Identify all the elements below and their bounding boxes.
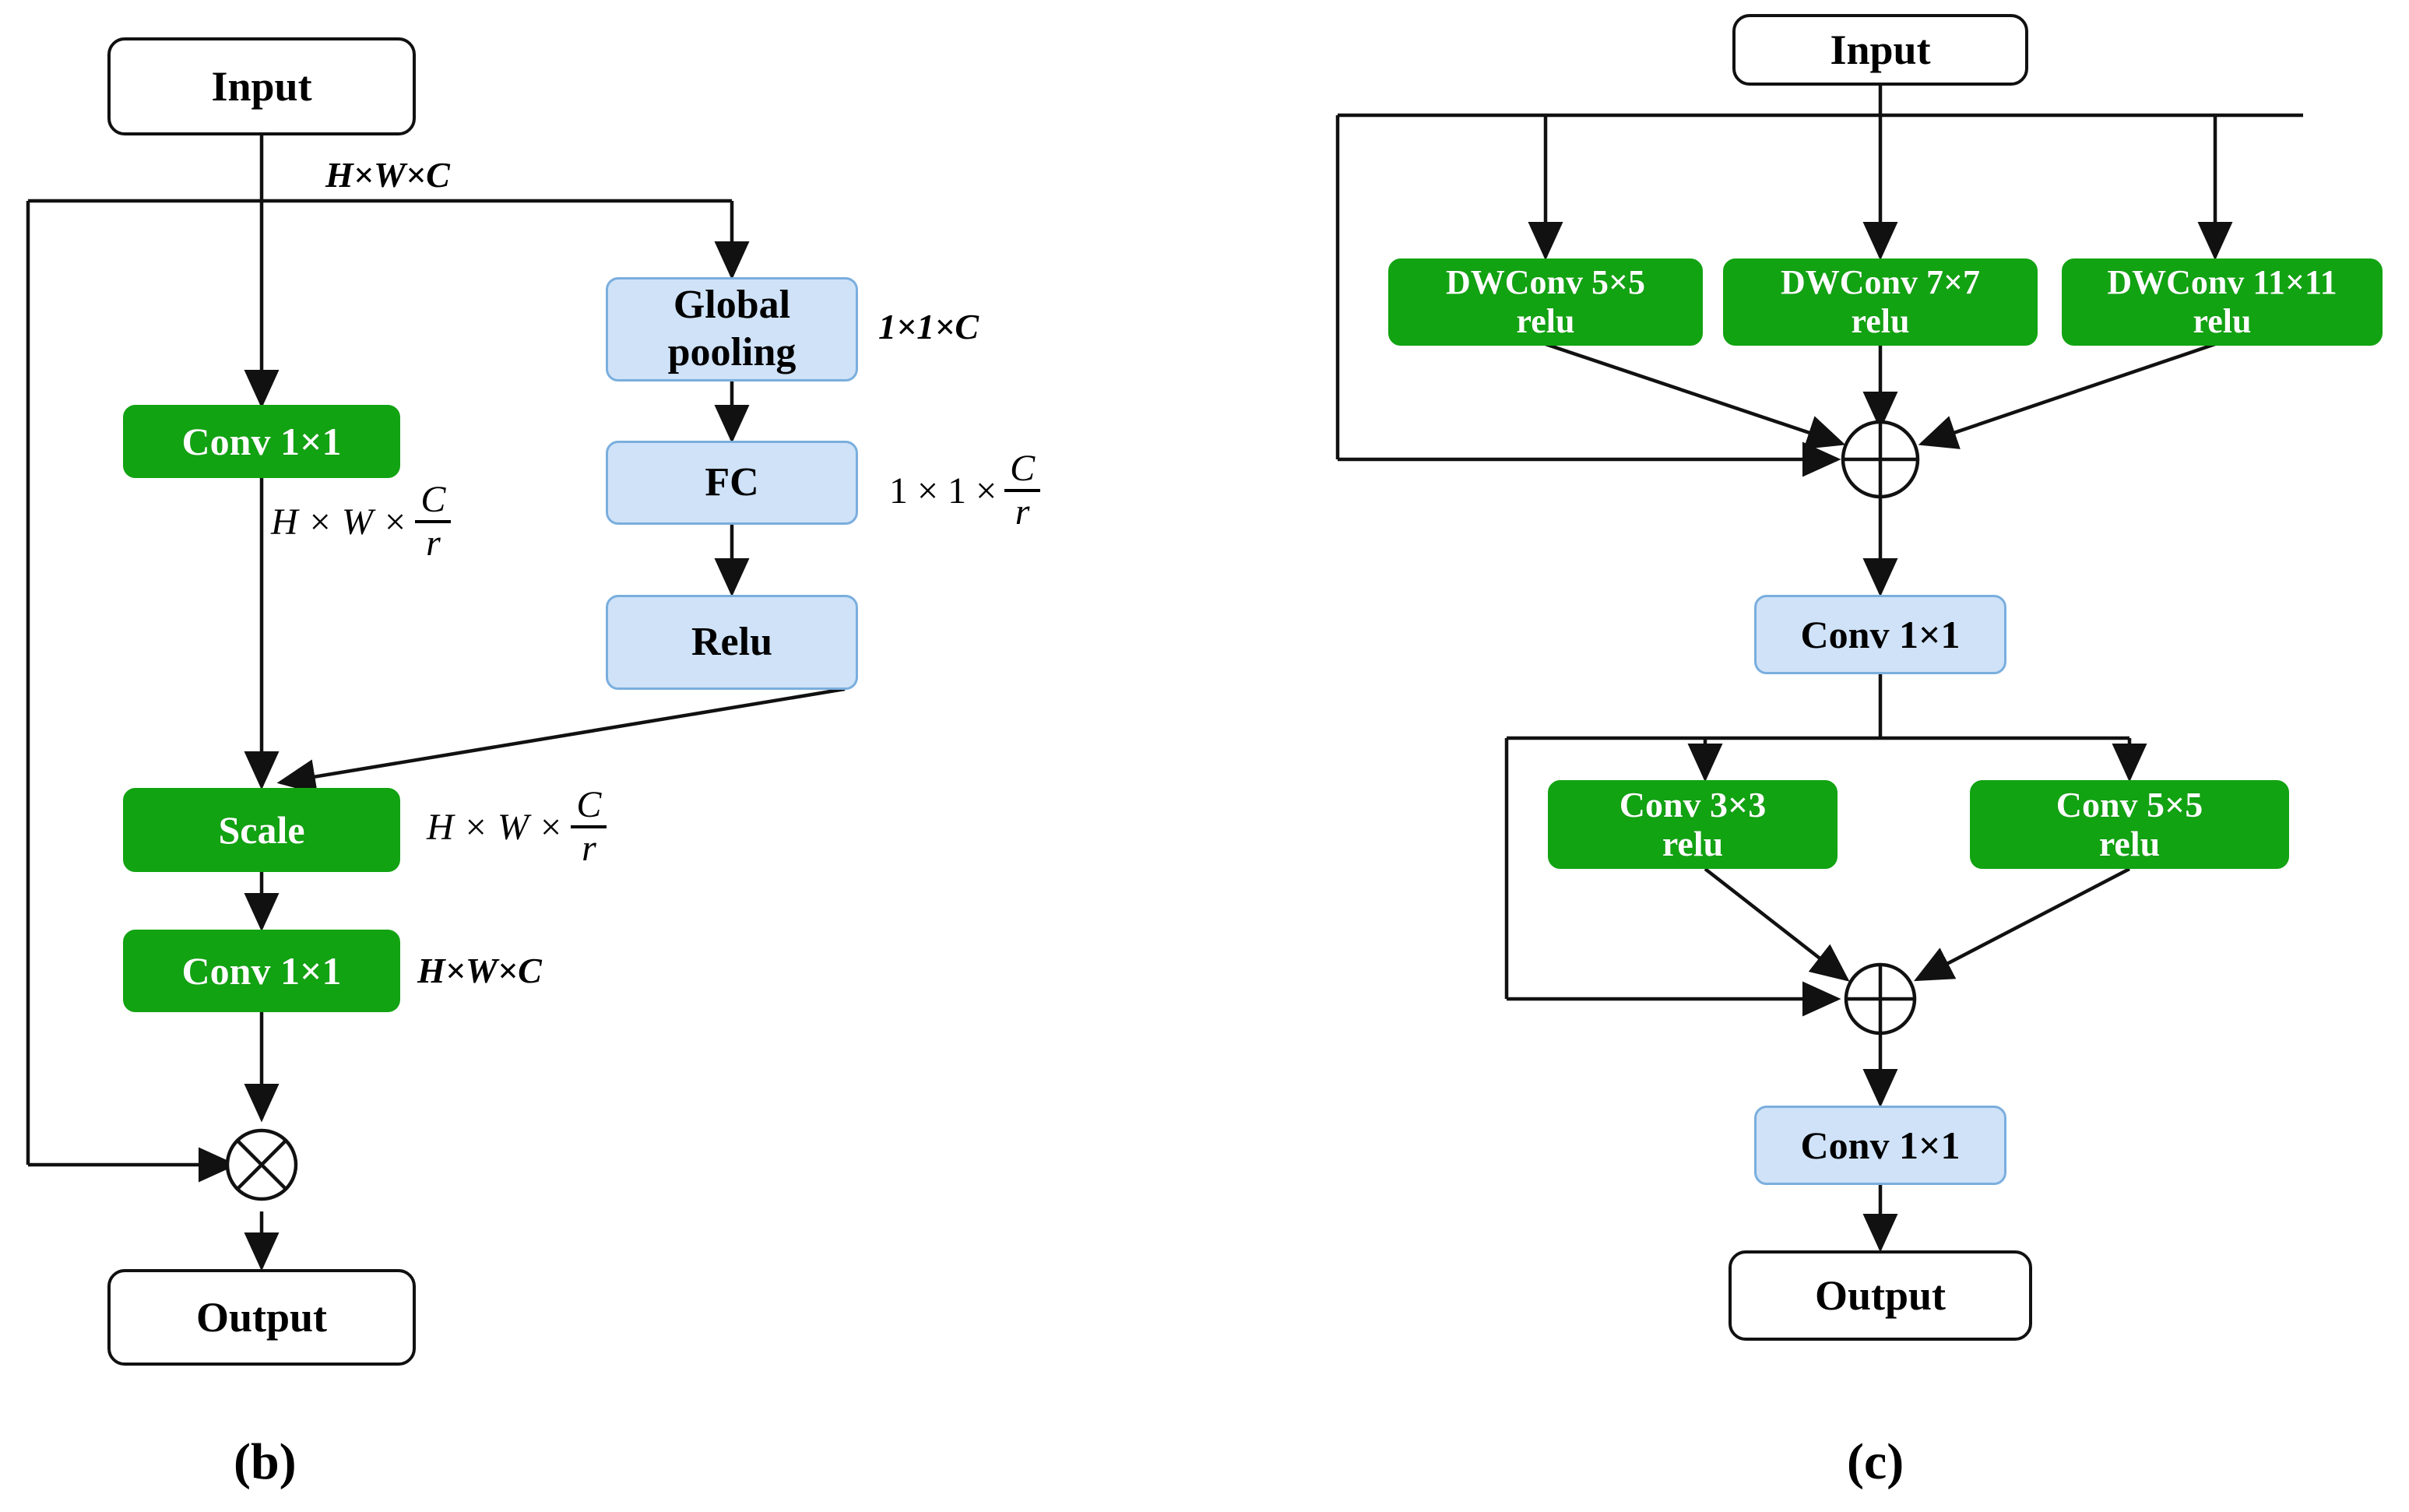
c-output-box[interactable]: Output: [1729, 1250, 2032, 1341]
b-output-box[interactable]: Output: [107, 1269, 416, 1366]
b-label-hwc-top: H×W×C: [325, 155, 450, 195]
b-label-1x1xC: 1×1×C: [878, 307, 979, 346]
b-fraction-c-over-r-1: C r: [415, 481, 452, 562]
fraction-bar: [415, 520, 452, 523]
b-label-1x1xCr: 1 × 1 × C r: [889, 450, 1041, 531]
b-input-label: Input: [211, 62, 312, 110]
b-relu-box[interactable]: Relu: [606, 595, 858, 690]
b-label-hwCr-1-prefix: H × W ×: [271, 501, 408, 543]
c-dwconv5x5-box[interactable]: DWConv 5×5 relu: [1388, 258, 1703, 346]
c-dwconv7x7-label-line2: relu: [1851, 301, 1910, 340]
b-label-hwCr-2-prefix: H × W ×: [427, 806, 564, 848]
b-global-pooling-label-line2: pooling: [667, 330, 797, 375]
b-label-hwc-bottom: H×W×C: [417, 951, 542, 990]
b-global-pooling-box[interactable]: Global pooling: [606, 277, 858, 382]
c-dwconv11x11-label-line2: relu: [2193, 301, 2252, 340]
c-conv3x3-label-line1: Conv 3×3: [1619, 785, 1767, 825]
b-label-1x1xCr-prefix: 1 × 1 ×: [889, 469, 997, 512]
c-conv5x5-label-line2: relu: [2098, 823, 2161, 863]
c-conv1x1-bottom-box[interactable]: Conv 1×1: [1754, 1106, 2006, 1185]
b-scale-box[interactable]: Scale: [123, 788, 400, 872]
b-panel-caption: (b): [234, 1433, 297, 1490]
b-fraction-c-over-r-2: C r: [1004, 450, 1041, 531]
c-dwconv7x7-label-line1: DWConv 7×7: [1780, 263, 1981, 301]
b-fc-label: FC: [705, 459, 759, 505]
c-conv5x5-label-line1: Conv 5×5: [2056, 785, 2203, 825]
b-label-hwCr-1: H × W × C r: [271, 481, 452, 562]
b-conv1x1-bottom-box[interactable]: Conv 1×1: [123, 930, 400, 1012]
c-dwconv11x11-box[interactable]: DWConv 11×11 relu: [2062, 258, 2383, 346]
fraction-bar: [1004, 489, 1041, 492]
b-fraction-c-over-r-3: C r: [571, 786, 607, 867]
c-conv1x1-bottom-label: Conv 1×1: [1800, 1123, 1961, 1167]
c-conv3x3-box[interactable]: Conv 3×3 relu: [1548, 780, 1838, 869]
b-relu-label: Relu: [691, 619, 772, 664]
c-conv5x5-box[interactable]: Conv 5×5 relu: [1970, 780, 2289, 869]
c-dwconv11x11-label-line1: DWConv 11×11: [2107, 263, 2337, 301]
fraction-bar: [571, 825, 607, 828]
c-output-label: Output: [1814, 1271, 1947, 1319]
c-dwconv7x7-box[interactable]: DWConv 7×7 relu: [1723, 258, 2038, 346]
b-output-label: Output: [195, 1293, 328, 1341]
b-label-hwCr-2: H × W × C r: [427, 786, 607, 867]
c-conv1x1-mid-label: Conv 1×1: [1800, 612, 1961, 656]
c-dwconv5x5-label-line1: DWConv 5×5: [1445, 263, 1646, 301]
c-dwconv5x5-label-line2: relu: [1516, 301, 1575, 340]
b-global-pooling-label-line1: Global: [673, 283, 791, 327]
c-conv3x3-label-line2: relu: [1662, 823, 1724, 863]
c-conv1x1-mid-box[interactable]: Conv 1×1: [1754, 595, 2006, 674]
b-conv1x1-top-box[interactable]: Conv 1×1: [123, 405, 400, 478]
b-input-box[interactable]: Input: [107, 37, 416, 135]
b-scale-label: Scale: [218, 807, 305, 852]
c-input-box[interactable]: Input: [1732, 14, 2028, 86]
c-input-label: Input: [1830, 26, 1931, 73]
c-panel-caption: (c): [1847, 1433, 1904, 1490]
b-conv1x1-top-label: Conv 1×1: [181, 419, 342, 463]
b-fc-box[interactable]: FC: [606, 441, 858, 525]
b-conv1x1-bottom-label: Conv 1×1: [181, 948, 342, 993]
